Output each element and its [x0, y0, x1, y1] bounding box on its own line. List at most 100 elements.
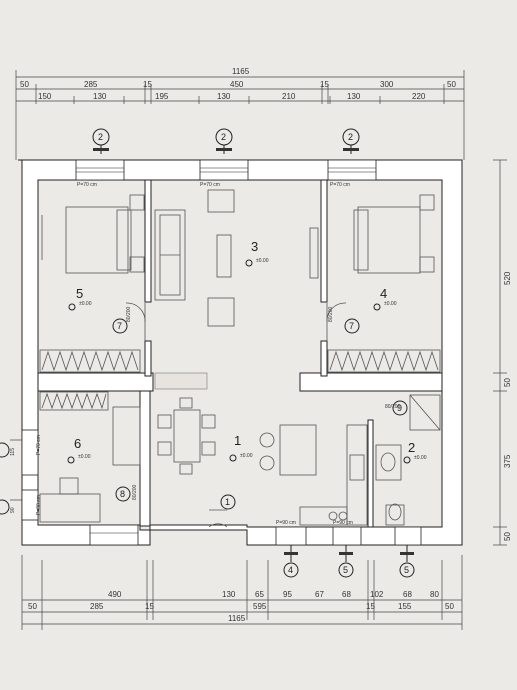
dim-left-0: 115 [10, 448, 16, 456]
room-label-3: 3 ±0.00 [245, 239, 269, 267]
svg-text:±0.00: ±0.00 [256, 258, 269, 264]
svg-text:7: 7 [349, 321, 354, 331]
room-label-2: 2 ±0.00 [403, 440, 427, 464]
coffee-table [216, 234, 232, 278]
dim-bottom-1-4: 67 [315, 590, 324, 599]
dim-bottom-2-6: 50 [445, 602, 454, 611]
svg-text:8: 8 [120, 489, 125, 499]
dim-top-3-6: 220 [412, 92, 426, 101]
bed [353, 194, 435, 274]
window-note: P=70 cm [77, 182, 97, 188]
door-size: 80/200 [132, 484, 138, 500]
window-note: P=70 cm [200, 182, 220, 188]
door [125, 302, 146, 341]
dim-bottom-1-0: 490 [108, 590, 122, 599]
door [326, 302, 347, 341]
svg-text:2: 2 [221, 132, 226, 142]
bed [65, 194, 145, 274]
dim-top-2-4: 15 [320, 80, 329, 89]
room-label-5: 5 ±0.00 [68, 286, 92, 311]
window-note: P=90 cm [36, 495, 42, 515]
svg-text:3: 3 [251, 239, 258, 254]
dim-top-2-0: 50 [20, 80, 29, 89]
svg-text:5: 5 [343, 565, 348, 575]
dining-table [157, 397, 216, 475]
svg-text:2: 2 [408, 440, 415, 455]
door [208, 509, 228, 528]
dim-bottom-1-3: 95 [283, 590, 292, 599]
dim-right-0: 520 [503, 271, 512, 285]
dim-top-2-3: 450 [230, 80, 244, 89]
dim-right-1: 50 [503, 378, 512, 387]
dim-bottom-2-5: 155 [398, 602, 412, 611]
window-note: P=70 cm [36, 435, 42, 455]
dim-bottom-total: 1165 [228, 614, 246, 623]
dim-bottom-2-0: 50 [28, 602, 37, 611]
window-marker: 2 [342, 128, 360, 154]
wardrobe [39, 349, 141, 373]
dim-top-3-1: 130 [93, 92, 107, 101]
svg-text:5: 5 [76, 286, 83, 301]
svg-text:4: 4 [380, 286, 387, 301]
dim-bottom-1-7: 68 [403, 590, 412, 599]
wardrobe [327, 349, 441, 373]
window-marker: 4 [283, 545, 299, 578]
door-marker: 9 [392, 400, 408, 416]
window-note: P=90 cm [333, 520, 353, 526]
dim-top-2-6: 50 [447, 80, 456, 89]
dim-bottom-1-2: 65 [255, 590, 264, 599]
window-note: P=70 cm [330, 182, 350, 188]
dim-bottom-1-1: 130 [222, 590, 236, 599]
dim-top-3-2: 195 [155, 92, 169, 101]
room-label-6: 6 ±0.00 [67, 436, 91, 464]
left-dimension-lines [0, 439, 22, 515]
dim-right-2: 375 [503, 454, 512, 468]
wardrobe [39, 391, 109, 411]
dim-bottom-2-4: 15 [366, 602, 375, 611]
dim-top-3-0: 150 [38, 92, 52, 101]
svg-text:1: 1 [234, 433, 241, 448]
door-size: 80/200 [385, 404, 401, 410]
window-marker: 2 [92, 128, 110, 154]
dim-top-2-5: 300 [380, 80, 394, 89]
door-marker: 7 [344, 318, 360, 334]
chair [59, 477, 79, 495]
right-dimension-lines [493, 159, 507, 546]
door-marker: 7 [112, 318, 128, 334]
tv-unit [309, 227, 319, 279]
dim-bottom-1-8: 80 [430, 590, 439, 599]
window-marker: 2 [215, 128, 233, 154]
desk [39, 493, 101, 523]
windows [21, 159, 422, 546]
svg-text:7: 7 [117, 321, 122, 331]
door-size: 80/200 [328, 306, 334, 322]
svg-text:4: 4 [288, 565, 293, 575]
svg-text:±0.00: ±0.00 [240, 453, 253, 459]
svg-text:2: 2 [348, 132, 353, 142]
bed [112, 406, 141, 466]
armchair [207, 189, 235, 327]
bottom-dimension-lines [21, 555, 463, 630]
bathroom-fixtures [375, 394, 441, 526]
dim-top-3-3: 130 [217, 92, 231, 101]
dim-top-2-2: 15 [143, 80, 152, 89]
dim-top-total: 1165 [232, 67, 250, 76]
window-marker: 5 [399, 545, 415, 578]
dim-right-3: 50 [503, 532, 512, 541]
window-note: P=90 cm [276, 520, 296, 526]
svg-text:6: 6 [74, 436, 81, 451]
dim-bottom-1-6: 102 [370, 590, 384, 599]
svg-text:±0.00: ±0.00 [414, 455, 427, 461]
svg-text:±0.00: ±0.00 [79, 301, 92, 307]
svg-text:5: 5 [404, 565, 409, 575]
top-dimension-lines [15, 70, 465, 160]
dim-bottom-1-5: 68 [342, 590, 351, 599]
door-marker: 1 [220, 494, 236, 510]
door-size: 80/200 [126, 306, 132, 322]
svg-text:±0.00: ±0.00 [78, 454, 91, 460]
dim-bottom-2-1: 285 [90, 602, 104, 611]
svg-text:2: 2 [98, 132, 103, 142]
sofa [154, 209, 186, 301]
window-marker: 5 [338, 545, 354, 578]
